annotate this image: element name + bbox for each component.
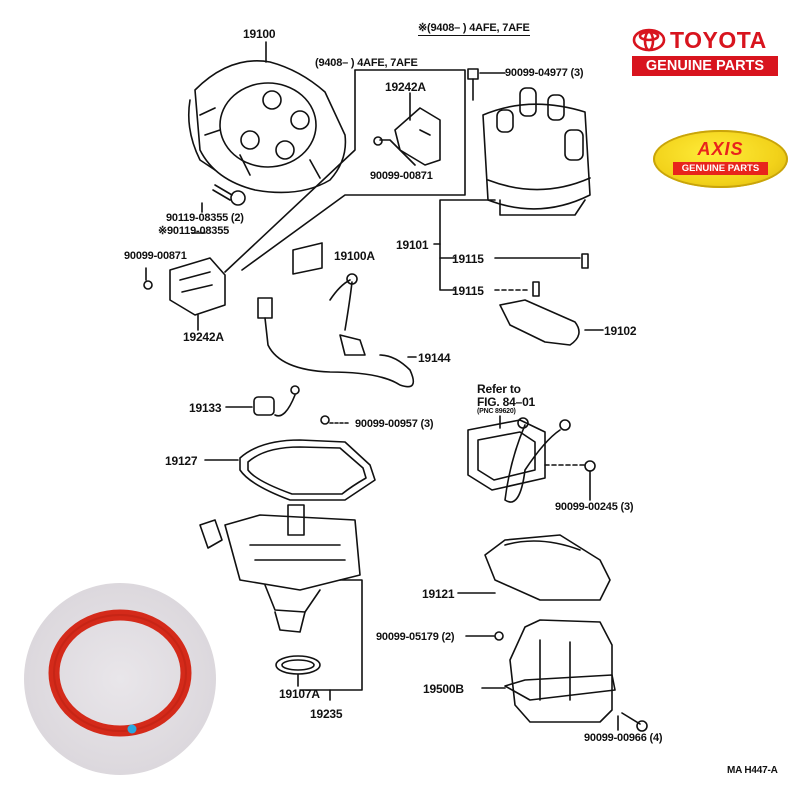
applicability-note-box: (9408– ) 4AFE, 7AFE: [315, 57, 418, 69]
distributor-cap: [482, 87, 591, 216]
case-19500B: [481, 619, 616, 723]
condenser-19133: [225, 385, 300, 417]
figure-code: MA H447-A: [727, 765, 778, 776]
part-label-90099-00245: 90099-00245 (3): [555, 501, 634, 513]
part-label-19100: 19100: [243, 27, 276, 41]
distributor-assembly-19100: [187, 60, 347, 194]
bolt-90099-00966: [617, 712, 648, 732]
part-label-19101: 19101: [396, 238, 429, 252]
part-label-90099-00957: 90099-00957 (3): [355, 418, 434, 430]
toyota-wordmark: TOYOTA: [670, 27, 767, 53]
part-label-90099-04977: 90099-04977 (3): [505, 67, 584, 79]
axis-tagline: GENUINE PARTS: [673, 162, 768, 175]
gasket-19127: [204, 439, 376, 501]
label-plate-19100A: [292, 242, 323, 275]
rotor-19102: [499, 299, 604, 346]
part-label-19115-a: 19115: [452, 252, 484, 266]
cover-19242A: [169, 257, 226, 316]
part-label-19235: 19235: [310, 707, 343, 721]
part-label-90099-00966: 90099-00966 (4): [584, 732, 663, 744]
part-label-19100A: 19100A: [334, 249, 375, 263]
part-label-90099-00871: 90099-00871: [124, 250, 187, 262]
part-label-19242A-box: 19242A: [385, 80, 426, 94]
applicability-note-top: ※(9408– ) 4AFE, 7AFE: [418, 22, 530, 36]
distributor-housing-19235: [199, 504, 361, 633]
part-label-90119-08355-2: 90119-08355 (2): [166, 212, 244, 224]
bolt-90099-04977: [467, 68, 506, 101]
toyota-genuine-parts-logo: TOYOTA GENUINE PARTS: [632, 28, 780, 76]
refer-figure-note: FIG. 84–01: [477, 395, 536, 409]
part-label-19121: 19121: [422, 587, 455, 601]
o-ring-image: [48, 609, 192, 737]
axis-genuine-parts-badge: AXIS GENUINE PARTS: [653, 130, 788, 188]
part-label-19133: 19133: [189, 401, 222, 415]
part-label-19107A: 19107A: [279, 687, 320, 701]
part-label-19500B: 19500B: [423, 682, 464, 696]
refer-pnc-note: (PNC 89620): [477, 408, 516, 415]
axis-wordmark: AXIS: [697, 139, 744, 159]
part-label-19102: 19102: [604, 324, 637, 338]
cover-19121: [457, 534, 611, 601]
igniter-assembly: [467, 415, 596, 503]
blue-dot-marker: [127, 724, 137, 734]
part-label-90099-00871-box: 90099-00871: [370, 170, 433, 182]
part-label-90099-05179: 90099-05179 (2): [376, 631, 455, 643]
part-label-19115-b: 19115: [452, 284, 484, 298]
part-label-19144: 19144: [418, 351, 451, 365]
refer-to-note: Refer to: [477, 382, 521, 396]
o-ring-photo: [24, 583, 216, 775]
part-label-90119-08355-star: ※90119-08355: [158, 225, 230, 237]
bolt-90119-08355: [201, 184, 246, 213]
part-label-19242A: 19242A: [183, 330, 224, 344]
toyota-emblem-icon: [632, 28, 666, 52]
part-label-19127: 19127: [165, 454, 198, 468]
toyota-tagline: GENUINE PARTS: [632, 56, 778, 76]
wire-harness-19144: [257, 273, 417, 388]
